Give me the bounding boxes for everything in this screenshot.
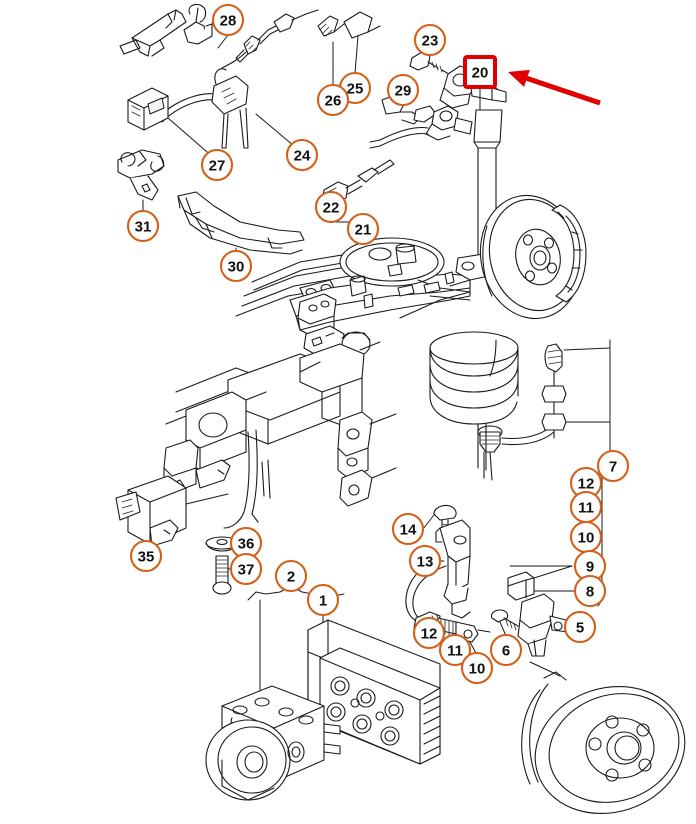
part-group-fasteners-36-37	[205, 536, 239, 595]
callout-label-27: 27	[209, 158, 226, 175]
part-group-rear-axle-beam-21	[235, 213, 471, 357]
part-group-sensor-leads-24	[127, 9, 381, 159]
callout-1[interactable]: 1	[306, 583, 340, 617]
callout-28[interactable]: 28	[211, 3, 245, 37]
callout-label-1: 1	[319, 593, 327, 610]
callout-label-12: 12	[421, 626, 438, 643]
callout-circle-7	[596, 449, 630, 483]
callout-circle-30	[219, 249, 253, 283]
callout-10[interactable]: 10	[460, 651, 494, 685]
callout-label-29: 29	[395, 83, 412, 100]
callout-circle-10	[460, 651, 494, 685]
part-group-strut-brake-disc-upper	[399, 109, 587, 320]
callout-circle-13	[408, 544, 442, 578]
callout-7[interactable]: 7	[596, 449, 630, 483]
callout-circle-28	[211, 3, 245, 37]
callout-24[interactable]: 24	[285, 138, 319, 172]
callout-26[interactable]: 26	[316, 83, 350, 117]
callout-circle-29	[386, 73, 420, 107]
callout-circle-21	[346, 212, 380, 246]
callout-circle-8	[573, 574, 607, 608]
callout-13[interactable]: 13	[408, 544, 442, 578]
pointer-arrow-shaft	[526, 76, 601, 106]
callout-label-7: 7	[609, 459, 617, 476]
callout-label-2: 2	[287, 569, 295, 586]
callout-circle-27	[200, 148, 234, 182]
callout-label-23: 23	[422, 33, 439, 50]
callout-2[interactable]: 2	[274, 559, 308, 593]
callout-circle-12	[412, 616, 446, 650]
callout-label-10: 10	[469, 661, 486, 678]
callout-label-5: 5	[576, 620, 584, 637]
callout-label-13: 13	[417, 554, 434, 571]
callout-label-31: 31	[135, 219, 152, 236]
callout-12[interactable]: 12	[412, 616, 446, 650]
highlight-label-20: 20	[472, 65, 489, 82]
callout-29[interactable]: 29	[386, 73, 420, 107]
callout-label-21: 21	[355, 222, 372, 239]
callout-label-10: 10	[578, 530, 595, 547]
callout-label-35: 35	[138, 549, 155, 566]
callout-5[interactable]: 5	[563, 610, 597, 644]
callout-circle-6	[489, 633, 523, 667]
highlight-box-20[interactable]	[463, 55, 497, 89]
callout-circle-22	[314, 190, 348, 224]
part-group-trailing-arm-30	[177, 191, 305, 255]
callout-circle-26	[316, 83, 350, 117]
callout-23[interactable]: 23	[413, 23, 447, 57]
callout-circle-5	[563, 610, 597, 644]
callout-label-11: 11	[578, 500, 594, 517]
callout-label-6: 6	[502, 643, 510, 660]
part-group-clip-28	[119, 3, 214, 57]
callout-11[interactable]: 11	[569, 490, 603, 524]
part-group-chassis-bracket	[163, 341, 397, 529]
callout-21[interactable]: 21	[346, 212, 380, 246]
callout-30[interactable]: 30	[219, 249, 253, 283]
callout-22[interactable]: 22	[314, 190, 348, 224]
callout-label-26: 26	[325, 93, 342, 110]
callout-circle-14	[391, 512, 425, 546]
callout-circle-1	[306, 583, 340, 617]
callout-circle-11	[438, 633, 472, 667]
callout-label-25: 25	[347, 81, 364, 98]
pointer-arrow-head	[508, 69, 530, 87]
callout-label-14: 14	[400, 522, 417, 539]
part-group-abs-hydraulic-unit	[205, 585, 441, 801]
callout-8[interactable]: 8	[573, 574, 607, 608]
callout-circle-2	[274, 559, 308, 593]
callout-circle-24	[285, 138, 319, 172]
part-group-control-unit-35	[115, 475, 229, 547]
callout-37[interactable]: 37	[229, 552, 263, 586]
callout-10[interactable]: 10	[569, 520, 603, 554]
callout-35[interactable]: 35	[129, 539, 163, 573]
callout-label-9: 9	[586, 559, 594, 576]
callout-label-12: 12	[578, 476, 595, 493]
callout-label-28: 28	[220, 13, 237, 30]
callout-circle-35	[129, 539, 163, 573]
callout-label-36: 36	[238, 536, 255, 553]
callout-label-30: 30	[228, 259, 245, 276]
callout-27[interactable]: 27	[200, 148, 234, 182]
callout-31[interactable]: 31	[126, 209, 160, 243]
highlight-group: 20	[463, 55, 601, 106]
part-group-bracket-31	[117, 149, 165, 212]
callout-label-24: 24	[294, 148, 311, 165]
callout-6[interactable]: 6	[489, 633, 523, 667]
callout-36[interactable]: 36	[229, 526, 263, 560]
callout-circle-37	[229, 552, 263, 586]
callout-14[interactable]: 14	[391, 512, 425, 546]
callout-label-37: 37	[238, 562, 255, 579]
part-group-sensor-5	[490, 565, 577, 657]
part-group-brake-disc-lower	[521, 661, 686, 815]
callout-circle-23	[413, 23, 447, 57]
callout-11[interactable]: 11	[438, 633, 472, 667]
part-group-coil-spring-hose	[429, 331, 611, 481]
callout-label-8: 8	[586, 584, 594, 601]
callout-circle-31	[126, 209, 160, 243]
callout-label-22: 22	[323, 200, 340, 217]
callout-label-11: 11	[447, 643, 463, 660]
